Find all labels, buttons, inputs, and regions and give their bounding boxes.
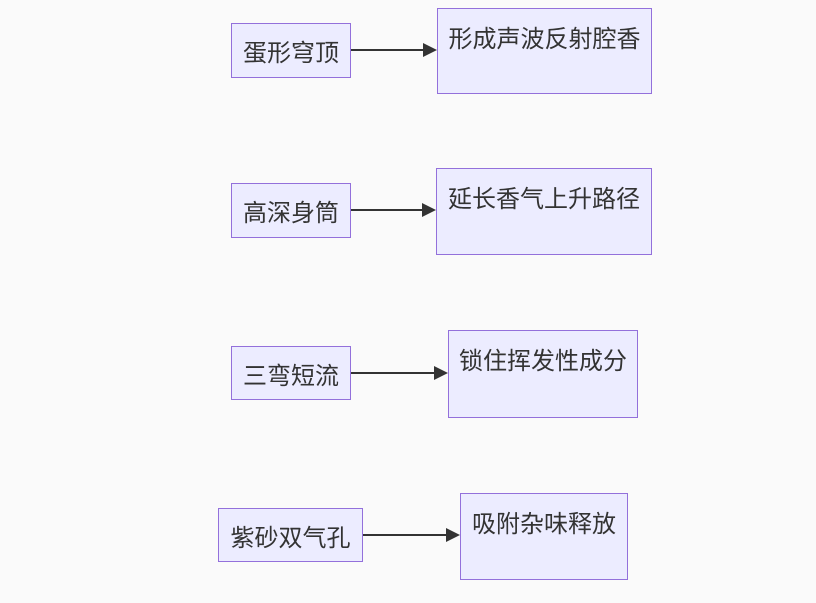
flow-node-label: 锁住挥发性成分	[459, 348, 627, 375]
flow-node-target-2: 延长香气上升路径	[436, 168, 652, 255]
arrow-right-icon	[351, 203, 436, 217]
arrow-right-icon	[351, 43, 437, 57]
flow-node-label: 形成声波反射腔香	[448, 26, 641, 53]
flow-node-source-2: 高深身筒	[231, 183, 351, 238]
flow-node-label: 三弯短流	[243, 362, 339, 390]
flow-node-label: 吸附杂味释放	[472, 511, 616, 538]
flow-node-label: 延长香气上升路径	[448, 186, 640, 213]
flow-node-label: 蛋形穹顶	[243, 40, 339, 67]
flow-node-label: 紫砂双气孔	[230, 524, 351, 552]
flow-node-source-1: 蛋形穹顶	[231, 23, 351, 78]
arrow-right-icon	[351, 366, 448, 380]
flow-node-target-1: 形成声波反射腔香	[437, 8, 652, 94]
flow-node-target-3: 锁住挥发性成分	[448, 330, 638, 418]
flow-node-source-4: 紫砂双气孔	[218, 508, 363, 562]
flow-node-source-3: 三弯短流	[231, 346, 351, 400]
flow-node-target-4: 吸附杂味释放	[460, 493, 628, 580]
flow-node-label: 高深身筒	[243, 200, 339, 227]
arrow-right-icon	[363, 528, 460, 542]
